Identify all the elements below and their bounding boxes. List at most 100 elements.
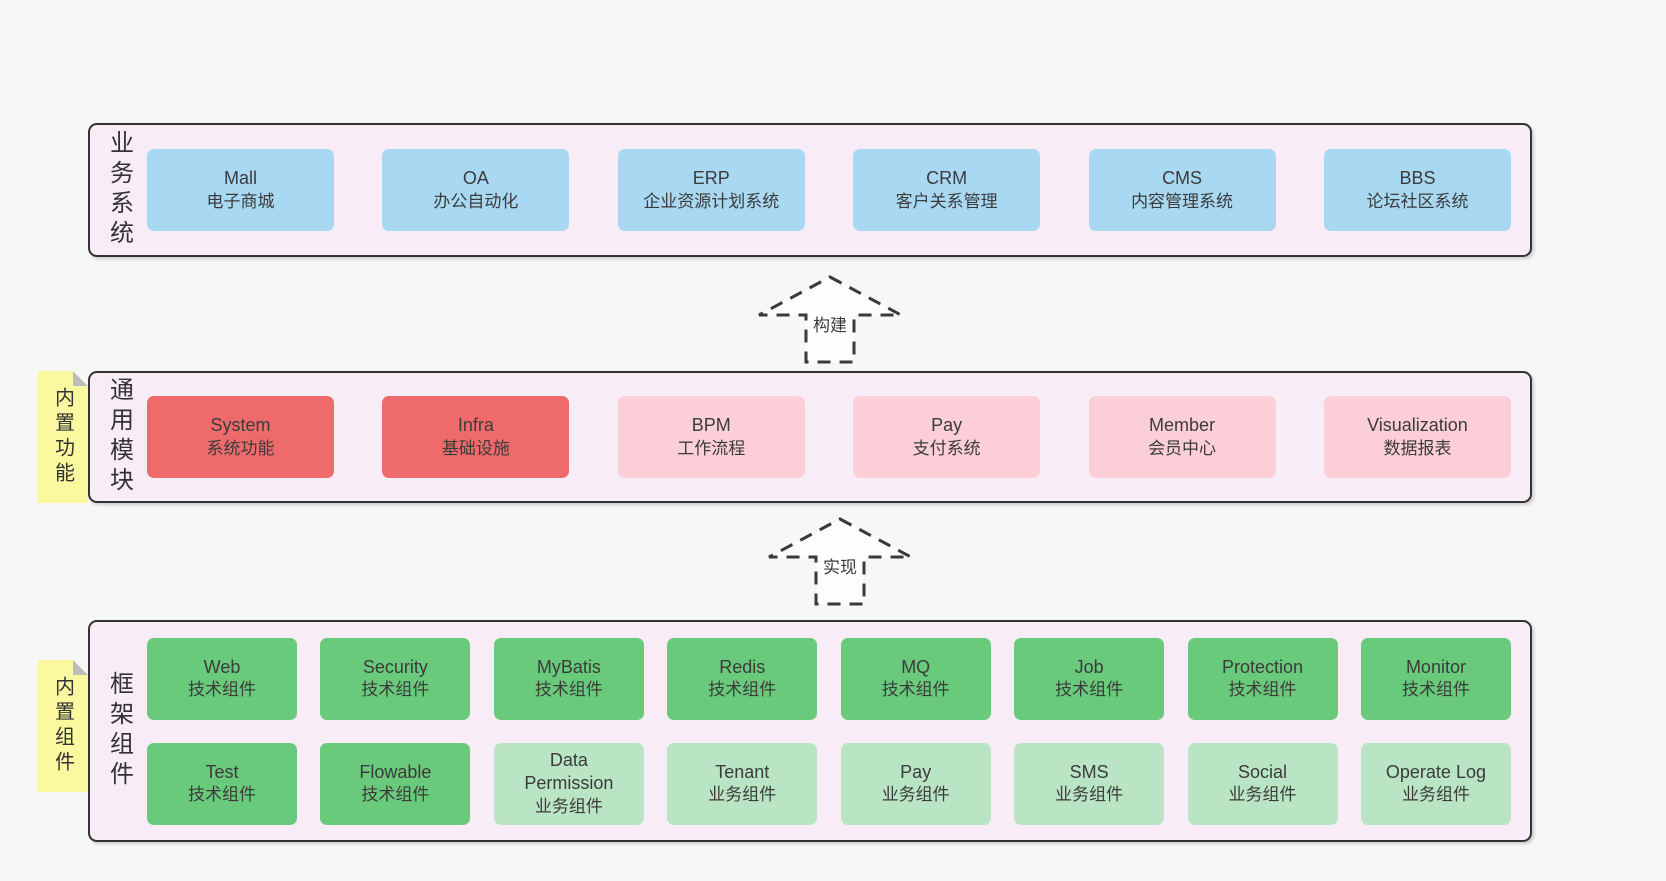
box-subtitle: 业务组件 <box>534 797 603 817</box>
box-title: Job <box>1074 656 1104 677</box>
box-subtitle: 电子商城 <box>206 191 275 211</box>
box-subtitle: 工作流程 <box>677 438 746 458</box>
box-title: CMS <box>1162 168 1203 189</box>
box-title: MyBatis <box>536 656 601 677</box>
box-subtitle: 系统功能 <box>206 438 275 458</box>
box-title: Member <box>1149 415 1216 436</box>
box-title: SMS <box>1069 761 1109 782</box>
box-flowable: Flowable 技术组件 <box>320 742 471 825</box>
box-subtitle: 技术组件 <box>188 785 256 805</box>
box-title: CRM <box>926 168 968 189</box>
box-subtitle: 技术组件 <box>361 680 430 700</box>
band-label-common-modules: 通用模块 <box>105 377 133 497</box>
box-subtitle: 业务组件 <box>1055 785 1124 805</box>
box-title: BPM <box>691 415 731 436</box>
box-operate-log: Operate Log 业务组件 <box>1360 742 1511 825</box>
box-subtitle: 客户关系管理 <box>895 191 998 211</box>
box-subtitle: 支付系统 <box>912 438 981 458</box>
box-subtitle: 技术组件 <box>881 680 950 700</box>
box-subtitle: 业务组件 <box>881 785 950 805</box>
box-title: Test <box>205 761 239 782</box>
band-label-business-systems: 业务系统 <box>105 130 133 250</box>
box-mq: MQ 技术组件 <box>840 637 991 720</box>
arrow-build-label: 构建 <box>811 311 849 336</box>
box-title: Web <box>203 656 241 677</box>
box-sms: SMS 业务组件 <box>1014 742 1165 825</box>
box-title: Data Permission <box>524 749 614 794</box>
box-subtitle: 业务组件 <box>1228 785 1297 805</box>
box-title: ERP <box>692 168 730 189</box>
box-subtitle: 基础设施 <box>441 438 510 458</box>
box-job: Job 技术组件 <box>1014 637 1165 720</box>
box-title: Operate Log <box>1385 761 1486 782</box>
box-subtitle: 企业资源计划系统 <box>643 191 780 211</box>
box-social: Social 业务组件 <box>1187 742 1338 825</box>
box-subtitle: 会员中心 <box>1148 438 1217 458</box>
box-title: Social <box>1238 761 1288 782</box>
box-subtitle: 业务组件 <box>1401 785 1470 805</box>
box-title: Visualization <box>1367 415 1468 436</box>
box-subtitle: 办公自动化 <box>433 191 519 211</box>
box-subtitle: 内容管理系统 <box>1131 191 1234 211</box>
box-title: Security <box>362 656 428 677</box>
sticky-note-builtin-features: 内置功能 <box>38 371 88 503</box>
box-subtitle: 技术组件 <box>361 785 430 805</box>
box-title: Pay <box>900 761 932 782</box>
box-monitor: Monitor 技术组件 <box>1360 637 1511 720</box>
box-title: Protection <box>1222 656 1304 677</box>
box-subtitle: 论坛社区系统 <box>1366 191 1469 211</box>
box-subtitle: 业务组件 <box>708 785 777 805</box>
sticky-note-label: 内置组件 <box>51 676 74 776</box>
box-title: Infra <box>457 415 494 436</box>
box-title: Pay <box>931 415 963 436</box>
box-title: BBS <box>1399 168 1436 189</box>
box-data-permission: Data Permission 业务组件 <box>493 742 644 825</box>
box-title: System <box>210 415 271 436</box>
box-subtitle: 技术组件 <box>1055 680 1124 700</box>
box-title: Redis <box>719 656 766 677</box>
box-title: Mall <box>223 168 257 189</box>
box-test: Test 技术组件 <box>147 742 297 825</box>
box-tenant: Tenant 业务组件 <box>667 742 818 825</box>
arrow-implement-label: 实现 <box>821 553 859 578</box>
box-security: Security 技术组件 <box>320 637 471 720</box>
sticky-note-label: 内置功能 <box>51 387 74 487</box>
box-subtitle: 技术组件 <box>1228 680 1297 700</box>
box-title: Monitor <box>1405 656 1466 677</box>
box-subtitle: 技术组件 <box>188 680 256 700</box>
box-title: MQ <box>901 656 931 677</box>
box-pay: Pay 业务组件 <box>840 742 991 825</box>
band-label-framework-components: 框架组件 <box>105 671 133 791</box>
arrow-implement: 实现 <box>765 516 915 608</box>
box-web: Web 技术组件 <box>147 637 297 720</box>
box-subtitle: 数据报表 <box>1383 438 1452 458</box>
box-title: Flowable <box>359 761 432 782</box>
box-title: Tenant <box>715 761 770 782</box>
box-subtitle: 技术组件 <box>1401 680 1470 700</box>
